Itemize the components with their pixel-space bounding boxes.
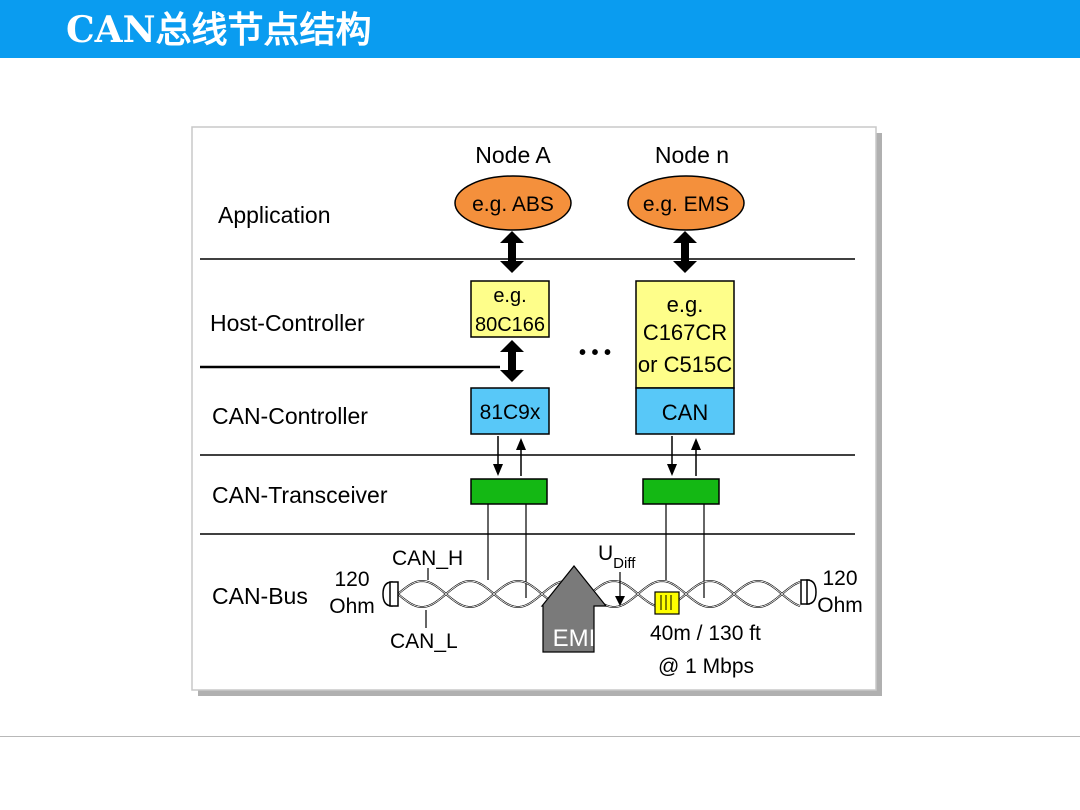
u-diff-arrow bbox=[615, 596, 625, 606]
layer-can-bus-label: CAN-Bus bbox=[212, 583, 308, 609]
app-oval-n-label: e.g. EMS bbox=[643, 193, 729, 216]
app-oval-n bbox=[627, 175, 745, 231]
transceiver-a bbox=[470, 478, 548, 505]
right-term-unit: Ohm bbox=[817, 594, 863, 617]
emi-label: EMI bbox=[553, 625, 596, 652]
can-controller-box-a bbox=[470, 387, 550, 435]
host-box-a-line2: 80C166 bbox=[475, 314, 545, 336]
transceiver-n bbox=[642, 478, 720, 505]
node-a-label: Node A bbox=[475, 142, 551, 168]
host-box-n-line3: or C515C bbox=[638, 352, 732, 377]
u-diff-main: U bbox=[598, 542, 613, 565]
layer-application-label: Application bbox=[218, 202, 331, 228]
double-arrow-n-app-host bbox=[673, 231, 697, 273]
node-n-label: Node n bbox=[655, 142, 729, 168]
host-box-n-line1: e.g. bbox=[667, 292, 704, 317]
can-controller-box-n-label: CAN bbox=[662, 400, 708, 425]
can-l-label: CAN_L bbox=[390, 630, 458, 653]
double-arrow-a-app-host bbox=[500, 231, 524, 273]
length-marker-icon bbox=[654, 591, 680, 615]
tx-rx-arrows-n bbox=[667, 436, 701, 476]
app-oval-a-label: e.g. ABS bbox=[472, 193, 554, 216]
left-term-unit: Ohm bbox=[329, 595, 375, 618]
right-terminator bbox=[800, 579, 817, 605]
node-ellipsis: • • • bbox=[579, 342, 611, 364]
page-title: CAN总线节点结构 bbox=[66, 9, 372, 51]
bus-speed-label: @ 1 Mbps bbox=[658, 655, 754, 678]
u-diff-label: UDiff bbox=[598, 542, 636, 572]
can-h-label: CAN_H bbox=[392, 547, 463, 570]
bus-length-label: 40m / 130 ft bbox=[650, 622, 761, 645]
tx-rx-arrows-a bbox=[493, 436, 526, 476]
can-controller-box-n bbox=[635, 387, 735, 435]
layer-can-transceiver-label: CAN-Transceiver bbox=[212, 482, 388, 508]
host-box-a-line1: e.g. bbox=[493, 285, 526, 307]
u-diff-sub: Diff bbox=[613, 555, 636, 572]
host-box-n-line2: C167CR bbox=[643, 320, 727, 345]
host-box-a bbox=[470, 280, 550, 338]
right-term-value: 120 bbox=[822, 567, 857, 590]
app-oval-a bbox=[454, 175, 572, 231]
layer-host-controller-label: Host-Controller bbox=[210, 310, 365, 336]
left-term-value: 120 bbox=[334, 568, 369, 591]
left-terminator bbox=[382, 581, 399, 607]
emi-arrow bbox=[540, 565, 608, 653]
double-arrow-a-host-can bbox=[500, 340, 524, 382]
footer-divider bbox=[0, 736, 1080, 737]
title-bar: CAN总线节点结构 bbox=[0, 0, 1080, 58]
can-controller-box-a-label: 81C9x bbox=[480, 401, 541, 424]
layer-can-controller-label: CAN-Controller bbox=[212, 403, 368, 429]
